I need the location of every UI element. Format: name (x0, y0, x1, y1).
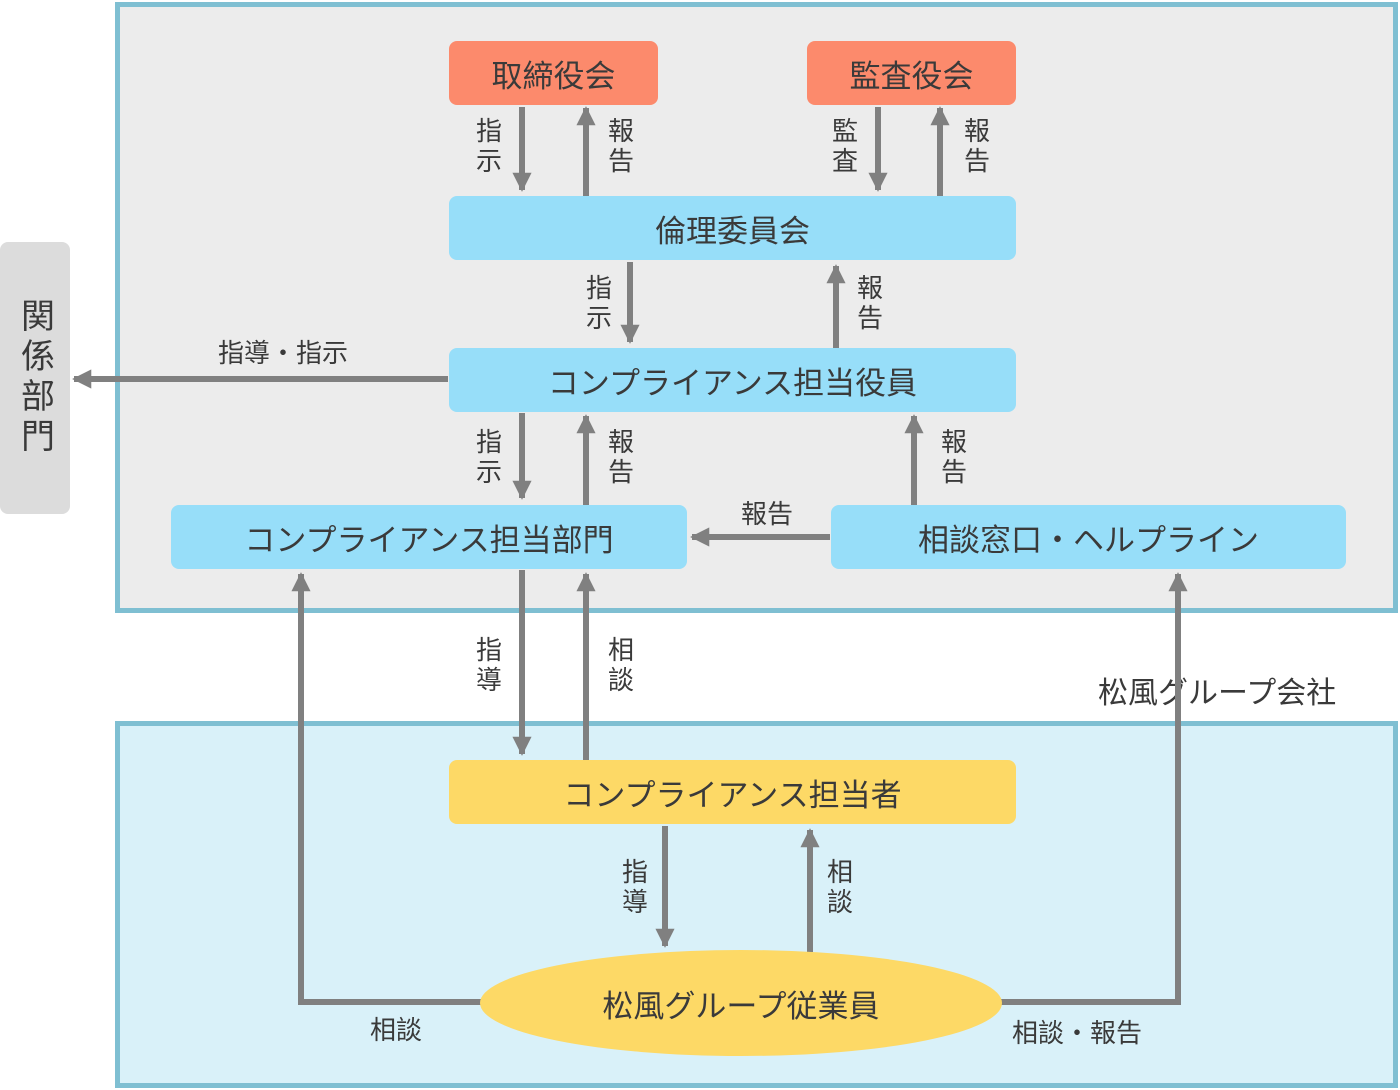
label-officer-to-ethics: 報告 (856, 274, 883, 334)
label-helpline-to-dept: 報告 (741, 500, 794, 530)
label-person-to-employees: 指導 (621, 858, 648, 918)
label-auditors-to-ethics: 監査 (831, 117, 858, 177)
label-board-to-ethics: 指示 (475, 117, 502, 177)
helpline-box: 相談窓口・ヘルプライン (831, 505, 1346, 569)
arrow-employees-to-dept (291, 572, 482, 1005)
label-helpline-to-officer: 報告 (940, 428, 967, 488)
label-officer-to-related: 指導・指示 (218, 339, 349, 369)
arrow-employees-to-helpline (1000, 572, 1188, 1005)
label-ethics-to-board: 報告 (607, 117, 634, 177)
compliance-department-box: コンプライアンス担当部門 (171, 505, 687, 569)
group-company-label: 松風グループ会社 (1098, 676, 1337, 711)
ethics-committee-box: 倫理委員会 (449, 196, 1016, 260)
related-department-label: 関係部門 (14, 298, 55, 458)
label-person-to-dept: 相談 (607, 636, 634, 696)
related-department-box: 関係部門 (0, 242, 70, 514)
label-employees-to-helpline: 相談・報告 (1012, 1019, 1143, 1049)
compliance-officer-box: コンプライアンス担当役員 (449, 348, 1016, 412)
label-ethics-to-officer: 指示 (585, 274, 612, 334)
label-employees-to-dept: 相談 (370, 1016, 423, 1046)
label-ethics-to-auditors: 報告 (963, 117, 990, 177)
audit-board-box: 監査役会 (807, 41, 1016, 105)
label-dept-to-officer: 報告 (607, 428, 634, 488)
group-employees-ellipse: 松風グループ従業員 (480, 950, 1002, 1056)
label-officer-to-dept: 指示 (475, 428, 502, 488)
compliance-person-box: コンプライアンス担当者 (449, 760, 1016, 824)
label-employees-to-person: 相談 (826, 858, 853, 918)
board-of-directors-box: 取締役会 (449, 41, 658, 105)
label-dept-to-person: 指導 (475, 636, 502, 696)
